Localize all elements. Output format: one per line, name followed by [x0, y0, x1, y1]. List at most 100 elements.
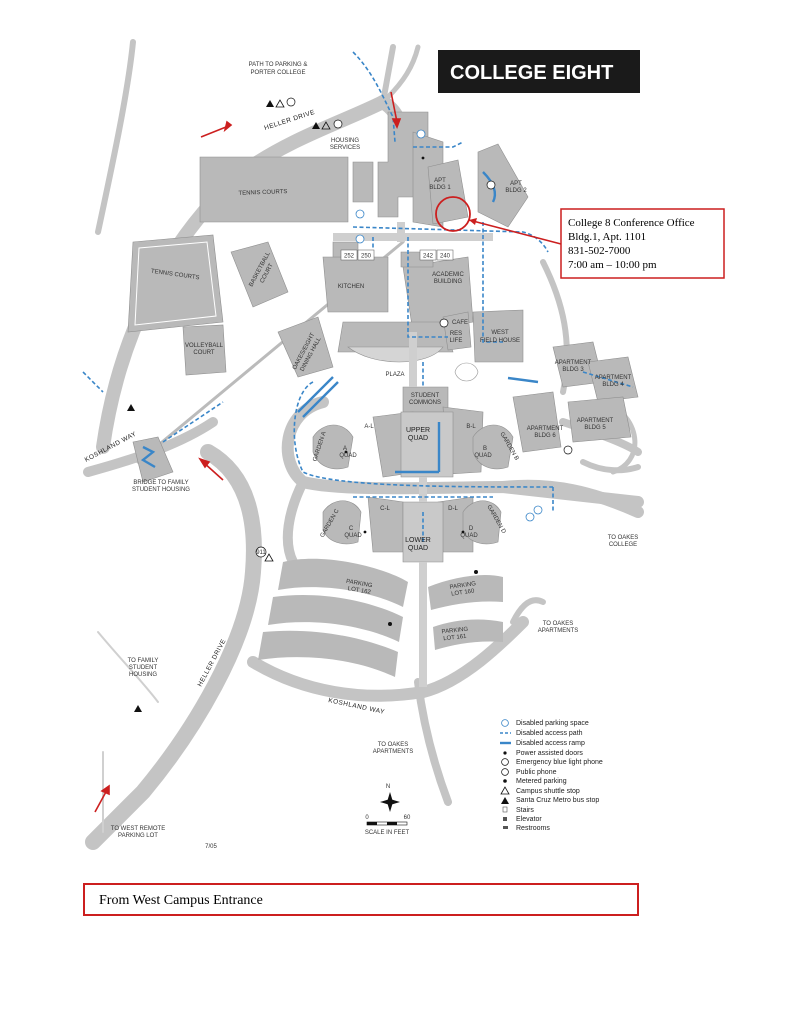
fountain	[454, 362, 479, 382]
svg-text:N: N	[386, 784, 390, 790]
svg-text:PARKING: PARKING	[449, 581, 476, 591]
svg-text:A-L: A-L	[364, 424, 374, 430]
svg-text:APT: APT	[434, 178, 446, 184]
office-marker	[435, 196, 471, 232]
svg-text:Bldg.1, Apt. 1101: Bldg.1, Apt. 1101	[568, 231, 646, 243]
svg-text:60: 60	[404, 815, 411, 821]
svg-text:Restrooms: Restrooms	[516, 825, 550, 832]
svg-text:831-502-7000: 831-502-7000	[568, 245, 631, 257]
svg-text:Emergency blue light phone: Emergency blue light phone	[516, 759, 603, 766]
svg-text:APT: APT	[510, 181, 522, 187]
svg-text:LOT 160: LOT 160	[451, 588, 476, 597]
svg-text:TO OAKES: TO OAKES	[378, 742, 409, 748]
svg-text:911: 911	[256, 550, 266, 556]
map-icons: 911	[127, 97, 573, 712]
bus-stop-icon	[127, 100, 320, 712]
directions-caption: From West Campus Entrance	[83, 883, 639, 916]
svg-text:RES: RES	[450, 331, 462, 337]
compass-icon: N	[380, 784, 400, 812]
svg-text:APARTMENTS: APARTMENTS	[538, 628, 578, 634]
svg-text:APARTMENT: APARTMENT	[577, 418, 614, 424]
direction-arrows	[94, 91, 402, 813]
svg-text:TENNIS COURTS: TENNIS COURTS	[238, 189, 287, 197]
svg-text:VOLLEYBALL: VOLLEYBALL	[185, 343, 224, 349]
svg-text:STUDENT: STUDENT	[129, 665, 158, 671]
svg-text:Disabled access path: Disabled access path	[516, 730, 583, 737]
svg-text:QUAD: QUAD	[339, 453, 357, 459]
svg-text:CAFE: CAFE	[452, 320, 468, 326]
svg-text:PORTER COLLEGE: PORTER COLLEGE	[251, 70, 306, 76]
svg-text:QUAD: QUAD	[474, 453, 492, 459]
svg-text:College 8 Conference Office: College 8 Conference Office	[568, 217, 695, 229]
svg-text:Santa Cruz Metro bus stop: Santa Cruz Metro bus stop	[516, 797, 599, 804]
svg-text:242: 242	[423, 254, 434, 260]
svg-text:PLAZA: PLAZA	[385, 372, 404, 378]
svg-text:COLLEGE: COLLEGE	[609, 542, 637, 548]
svg-text:Disabled access ramp: Disabled access ramp	[516, 740, 585, 747]
svg-text:Stairs: Stairs	[516, 807, 534, 814]
svg-text:BRIDGE TO FAMILY: BRIDGE TO FAMILY	[133, 480, 188, 486]
svg-text:D-L: D-L	[448, 506, 458, 512]
svg-text:A: A	[343, 446, 347, 452]
callout-box	[560, 208, 725, 279]
svg-text:250: 250	[361, 254, 372, 260]
svg-text:FIELD HOUSE: FIELD HOUSE	[480, 338, 520, 344]
buildings	[127, 111, 639, 563]
svg-text:ACADEMIC: ACADEMIC	[432, 272, 464, 278]
power-door-icon	[344, 156, 465, 534]
svg-text:APARTMENT: APARTMENT	[595, 375, 632, 381]
svg-text:B-L: B-L	[466, 424, 476, 430]
svg-text:C: C	[349, 526, 354, 532]
svg-text:7:00 am – 10:00 pm: 7:00 am – 10:00 pm	[568, 259, 657, 271]
svg-text:KITCHEN: KITCHEN	[338, 284, 364, 290]
svg-text:Metered parking: Metered parking	[516, 778, 567, 785]
svg-text:Campus shuttle stop: Campus shuttle stop	[516, 788, 580, 795]
svg-text:BUILDING: BUILDING	[434, 279, 463, 285]
svg-text:Power assisted doors: Power assisted doors	[516, 750, 583, 757]
svg-text:BLDG 6: BLDG 6	[534, 433, 556, 439]
svg-text:BLDG 2: BLDG 2	[505, 188, 527, 194]
svg-text:PARKING: PARKING	[346, 579, 374, 590]
svg-text:240: 240	[440, 254, 451, 260]
svg-text:APARTMENT: APARTMENT	[555, 360, 592, 366]
room-numbers: 252 250 242 240	[340, 249, 454, 261]
svg-text:0: 0	[365, 815, 369, 821]
svg-text:7/05: 7/05	[205, 844, 217, 850]
svg-text:LOT 161: LOT 161	[443, 634, 467, 642]
map-legend: Disabled parking space Disabled access p…	[500, 719, 603, 832]
svg-text:Elevator: Elevator	[516, 816, 542, 823]
svg-text:STUDENT HOUSING: STUDENT HOUSING	[132, 487, 190, 493]
svg-text:APARTMENT: APARTMENT	[527, 426, 564, 432]
disabled-parking-icon	[355, 129, 543, 522]
scale-bar: 0 60 SCALE IN FEET	[365, 815, 411, 836]
svg-text:QUAD: QUAD	[408, 545, 428, 552]
svg-text:TO OAKES: TO OAKES	[608, 535, 639, 541]
svg-text:COURT: COURT	[193, 350, 215, 356]
campus-map: COLLEGE EIGHT College 8 Conference Offic…	[82, 39, 725, 852]
svg-text:TO FAMILY: TO FAMILY	[128, 658, 159, 664]
svg-text:STUDENT: STUDENT	[411, 393, 440, 399]
svg-text:BLDG 5: BLDG 5	[584, 425, 606, 431]
svg-text:BLDG 1: BLDG 1	[429, 185, 451, 191]
svg-text:SERVICES: SERVICES	[330, 145, 360, 151]
svg-text:UPPER: UPPER	[406, 427, 430, 434]
svg-text:BLDG 3: BLDG 3	[562, 367, 584, 373]
caption-text: From West Campus Entrance	[99, 893, 263, 908]
svg-text:PARKING LOT: PARKING LOT	[118, 833, 158, 839]
parking-lots	[258, 558, 503, 677]
svg-text:COMMONS: COMMONS	[409, 400, 441, 406]
svg-text:C-L: C-L	[380, 506, 390, 512]
emergency-phone-icon: 911	[255, 546, 266, 558]
map-title: COLLEGE EIGHT	[450, 62, 613, 84]
callout-text: College 8 Conference Office Bldg.1, Apt.…	[568, 217, 695, 271]
svg-text:WEST: WEST	[491, 330, 509, 336]
svg-text:D: D	[469, 526, 474, 532]
title-banner	[438, 50, 640, 93]
svg-text:APARTMENTS: APARTMENTS	[373, 749, 413, 755]
callout-pointer	[468, 219, 562, 245]
svg-text:HOUSING: HOUSING	[331, 138, 359, 144]
svg-text:PARKING: PARKING	[441, 627, 468, 636]
svg-text:TO WEST REMOTE: TO WEST REMOTE	[111, 826, 165, 832]
svg-text:LOWER: LOWER	[405, 537, 431, 544]
svg-text:B: B	[483, 446, 487, 452]
